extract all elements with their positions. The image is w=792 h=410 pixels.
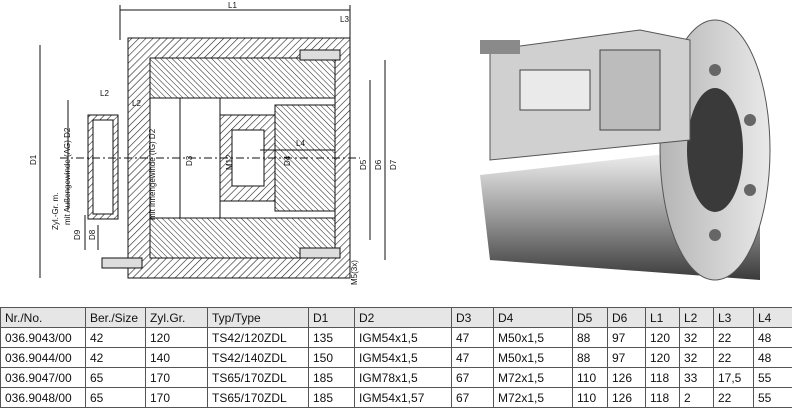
dim-L4: L4	[296, 139, 305, 148]
dim-L1: L1	[228, 1, 237, 10]
dim-D4: D4	[283, 155, 292, 166]
cell-type: TS42/140ZDL	[207, 347, 309, 368]
label-aussengewinde: mit Außengewinde (AG) D2	[63, 127, 72, 225]
cell-d5: 88	[572, 327, 608, 348]
table-header-row: Nr./No. Ber./Size Zyl.Gr. Typ/Type D1 D2…	[0, 307, 792, 328]
col-header-size: Ber./Size	[85, 307, 146, 328]
cell-size: 65	[85, 367, 146, 388]
table-row: 036.9048/00 65 170 TS65/170ZDL 185 IGM54…	[0, 387, 792, 408]
col-header-l1: L1	[645, 307, 680, 328]
cell-l1: 120	[645, 327, 680, 348]
dim-M12: M12	[225, 154, 234, 170]
cell-type: TS42/120ZDL	[207, 327, 309, 348]
cell-d3: 67	[451, 387, 494, 408]
cell-l1: 118	[645, 387, 680, 408]
cell-zyl: 120	[145, 327, 208, 348]
cell-l4: 48	[753, 347, 792, 368]
cell-nr: 036.9044/00	[0, 347, 86, 368]
col-header-d2: D2	[354, 307, 452, 328]
dim-L2-inner: L2	[132, 99, 141, 108]
col-header-zyl: Zyl.Gr.	[145, 307, 208, 328]
col-header-d1: D1	[308, 307, 355, 328]
cell-l3: 22	[713, 387, 754, 408]
cell-size: 42	[85, 327, 146, 348]
cell-zyl: 170	[145, 367, 208, 388]
cell-d3: 67	[451, 367, 494, 388]
label-zyl-gr: Zyl.-Gr. m.	[51, 193, 60, 230]
col-header-l4: L4	[753, 307, 792, 328]
cell-d4: M72x1,5	[493, 367, 573, 388]
cell-d6: 97	[607, 347, 646, 368]
col-header-type: Typ/Type	[207, 307, 309, 328]
cell-d4: M50x1,5	[493, 327, 573, 348]
cell-nr: 036.9047/00	[0, 367, 86, 388]
table-row: 036.9044/00 42 140 TS42/140ZDL 150 IGM54…	[0, 347, 792, 368]
cell-l4: 55	[753, 367, 792, 388]
table-row: 036.9043/00 42 120 TS42/120ZDL 135 IGM54…	[0, 327, 792, 348]
dim-D1: D1	[29, 154, 38, 165]
cell-l1: 118	[645, 367, 680, 388]
table-row: 036.9047/00 65 170 TS65/170ZDL 185 IGM78…	[0, 367, 792, 388]
dim-D3: D3	[185, 155, 194, 166]
col-header-d5: D5	[572, 307, 608, 328]
cell-d2: IGM54x1,5	[354, 327, 452, 348]
cell-d6: 126	[607, 367, 646, 388]
cell-d5: 88	[572, 347, 608, 368]
cross-section-drawing: L1 L3 L2 L2 L4 D1 D3 D4 D5 D6 D7 D8 D9 M…	[29, 1, 398, 285]
cell-l2: 32	[679, 327, 714, 348]
cell-type: TS65/170ZDL	[207, 367, 309, 388]
cell-l1: 120	[645, 347, 680, 368]
cell-d2: IGM78x1,5	[354, 367, 452, 388]
col-header-l2: L2	[679, 307, 714, 328]
cell-d1: 185	[308, 387, 355, 408]
product-photo	[480, 19, 771, 281]
cell-d2: IGM54x1,57	[354, 387, 452, 408]
cell-d4: M72x1,5	[493, 387, 573, 408]
cell-l2: 2	[679, 387, 714, 408]
dim-L3: L3	[340, 15, 349, 24]
cell-d2: IGM54x1,5	[354, 347, 452, 368]
spec-table: Nr./No. Ber./Size Zyl.Gr. Typ/Type D1 D2…	[0, 307, 792, 408]
col-header-d4: D4	[493, 307, 573, 328]
dim-D9: D9	[73, 229, 82, 240]
cell-d1: 150	[308, 347, 355, 368]
dim-L2-outer: L2	[100, 89, 109, 98]
cell-l3: 22	[713, 347, 754, 368]
cell-d5: 110	[572, 387, 608, 408]
dim-M5: M5(3x)	[350, 260, 359, 285]
label-innengewinde: mit Innengewinde (IG) D2	[148, 128, 157, 220]
cell-d6: 126	[607, 387, 646, 408]
cell-nr: 036.9043/00	[0, 327, 86, 348]
col-header-l3: L3	[713, 307, 754, 328]
cell-l2: 33	[679, 367, 714, 388]
cell-l3: 22	[713, 327, 754, 348]
cell-size: 65	[85, 387, 146, 408]
dim-D7: D7	[389, 159, 398, 170]
dim-D5: D5	[359, 159, 368, 170]
cell-l2: 32	[679, 347, 714, 368]
cell-l4: 48	[753, 327, 792, 348]
col-header-d6: D6	[607, 307, 646, 328]
cell-type: TS65/170ZDL	[207, 387, 309, 408]
cell-d1: 185	[308, 367, 355, 388]
dim-D8: D8	[88, 229, 97, 240]
cell-d5: 110	[572, 367, 608, 388]
cell-d1: 135	[308, 327, 355, 348]
cell-zyl: 140	[145, 347, 208, 368]
cell-d3: 47	[451, 327, 494, 348]
col-header-d3: D3	[451, 307, 494, 328]
cell-l3: 17,5	[713, 367, 754, 388]
cell-d4: M50x1,5	[493, 347, 573, 368]
cell-zyl: 170	[145, 387, 208, 408]
cell-l4: 55	[753, 387, 792, 408]
cell-nr: 036.9048/00	[0, 387, 86, 408]
cell-size: 42	[85, 347, 146, 368]
col-header-nr: Nr./No.	[0, 307, 86, 328]
dim-D6: D6	[374, 159, 383, 170]
cell-d3: 47	[451, 347, 494, 368]
cell-d6: 97	[607, 327, 646, 348]
